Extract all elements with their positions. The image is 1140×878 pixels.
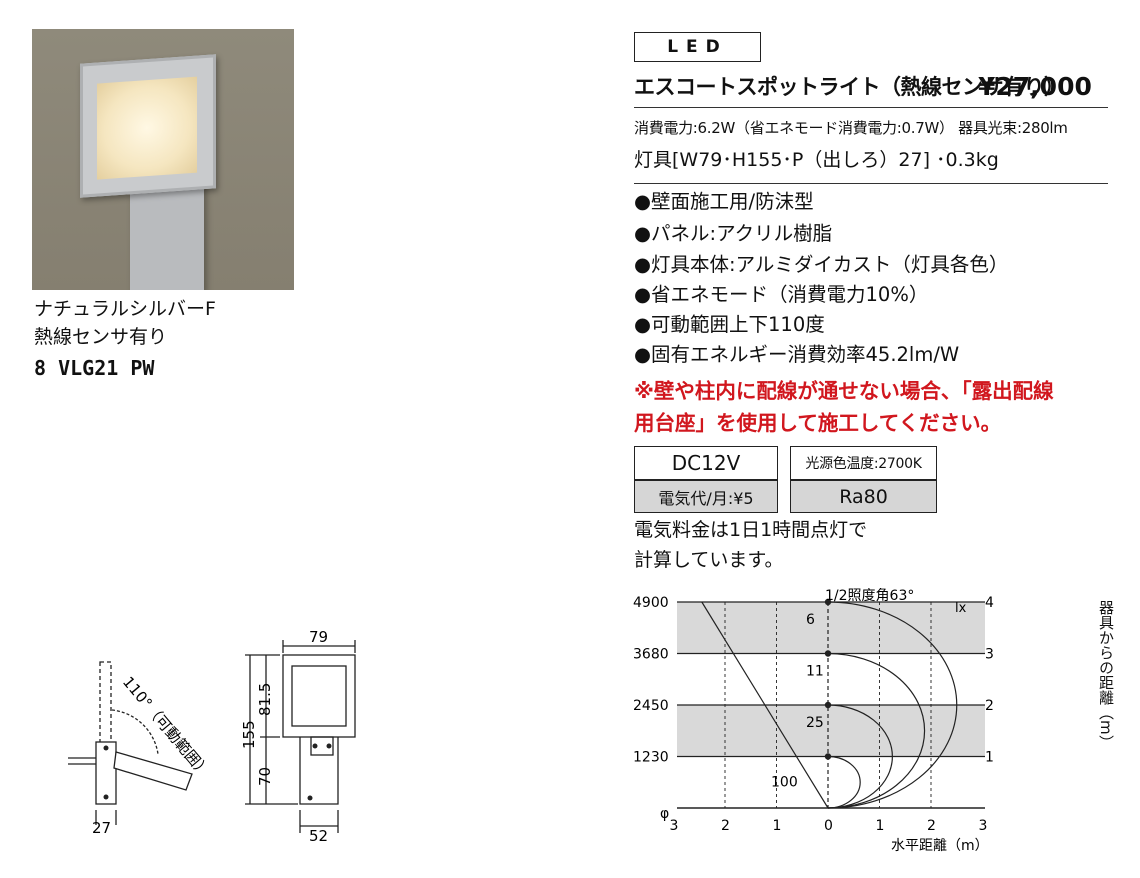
- lux-point: [824, 650, 832, 657]
- y-right-tick: 4: [985, 595, 994, 611]
- chart-labels: 4900 4 3680 3 2450 2 1230 1 6 11 25 100 3 2 1 0 1 2 3: [633, 595, 994, 834]
- chart-title: 1/2照度角63°: [825, 588, 914, 604]
- x-tick: 0: [824, 818, 833, 834]
- lux-point: [824, 753, 832, 760]
- height-total-label: 155: [240, 720, 258, 749]
- photo-panel: [97, 76, 197, 180]
- y-left-tick: 3680: [633, 647, 669, 663]
- y-right-tick: 1: [985, 750, 994, 766]
- divider-1: [634, 107, 1108, 109]
- lux-curve: [827, 755, 861, 809]
- product-code: 8 VLG21 PW: [34, 356, 155, 380]
- feature-item: ●壁面施工用/防沫型: [634, 190, 814, 213]
- spec-power: 消費電力:6.2W（省エネモード消費電力:0.7W） 器具光束:280lm: [634, 119, 1068, 137]
- cost-note-line-1: 電気料金は1日1時間点灯で: [634, 519, 868, 541]
- y-right-tick: 2: [985, 698, 994, 714]
- y-left-tick: 2450: [633, 698, 669, 714]
- voltage-cell: DC12V: [634, 446, 778, 480]
- notice-line-1: ※壁や柱内に配線が通せない場合、「露出配線: [634, 379, 1054, 403]
- angle-arc: [111, 709, 159, 755]
- beam-line: [701, 601, 829, 809]
- distance-bands: [677, 602, 985, 757]
- feature-item: ●省エネモード（消費電力10%）: [634, 283, 929, 306]
- color-temp-cell: 光源色温度:2700K: [790, 446, 937, 480]
- y-right-axis-label: 器具からの距離（m）: [1097, 600, 1115, 750]
- lux-label: 6: [806, 612, 815, 628]
- lux-unit: lx: [955, 601, 967, 616]
- distance-band: [677, 602, 985, 654]
- x-axis-label: 水平距離（m）: [891, 837, 989, 854]
- photo-body: [130, 177, 204, 290]
- x-tick: 1: [773, 818, 782, 834]
- product-title: エスコートスポットライト（熱線センサ有り）: [634, 75, 1065, 99]
- lux-point: [824, 598, 832, 606]
- led-badge: LED: [634, 32, 761, 62]
- cost-note-line-2: 計算しています。: [634, 549, 784, 571]
- lux-label: 11: [806, 664, 824, 680]
- y-right-tick: 3: [985, 647, 994, 663]
- side-head-tilted: [113, 751, 193, 791]
- height-lower-label: 70: [256, 767, 274, 786]
- front-panel: [291, 665, 347, 727]
- notice-line-2: 用台座」を使用して施工してください。: [634, 411, 1002, 435]
- product-photo: [32, 29, 294, 290]
- feature-item: ●可動範囲上下110度: [634, 313, 825, 336]
- height-upper-label: 81.5: [256, 683, 274, 716]
- side-view-drawing: 110°（可動範囲） 27: [68, 661, 214, 837]
- lux-curve: [827, 652, 926, 809]
- distance-band: [677, 705, 985, 757]
- front-body: [299, 737, 339, 805]
- ra-cell: Ra80: [790, 480, 937, 513]
- front-view-drawing: 79 155 81.5 70 52: [240, 628, 356, 843]
- depth-label: 27: [92, 819, 111, 837]
- lux-label: 100: [771, 775, 798, 791]
- side-base: [95, 741, 117, 805]
- lux-point: [824, 701, 832, 709]
- lux-label: 25: [806, 715, 824, 731]
- product-color: ナチュラルシルバーF: [34, 298, 216, 320]
- front-head: [282, 654, 356, 738]
- x-tick: 3: [670, 818, 679, 834]
- spec-dimensions: 灯具[W79･H155･P（出しろ）27] ･0.3kg: [634, 149, 999, 171]
- width-top-label: 79: [309, 628, 328, 646]
- width-bottom-label: 52: [309, 827, 328, 843]
- x-tick: 3: [979, 818, 988, 834]
- cost-cell: 電気代/月:¥5: [634, 480, 778, 513]
- x-tick: 2: [721, 818, 730, 834]
- front-joint: [310, 736, 334, 756]
- y-left-tick: 1230: [633, 750, 669, 766]
- lux-curve: [827, 601, 958, 809]
- feature-item: ●灯具本体:アルミダイカスト（灯具各色）: [634, 253, 1009, 276]
- photo-head: [80, 54, 216, 198]
- feature-item: ●パネル:アクリル樹脂: [634, 222, 833, 245]
- x-tick: 2: [927, 818, 936, 834]
- lux-curve: [827, 704, 893, 809]
- x-tick: 1: [876, 818, 885, 834]
- phi-label: φ: [660, 806, 669, 822]
- dashed-head-outline: [99, 661, 112, 745]
- illuminance-curves: [677, 598, 985, 809]
- feature-item: ●固有エネルギー消費効率45.2lm/W: [634, 343, 960, 366]
- product-sensor: 熱線センサ有り: [34, 326, 168, 348]
- product-price: ¥27,000: [978, 72, 1092, 101]
- y-left-tick: 4900: [633, 595, 669, 611]
- divider-2: [634, 183, 1108, 185]
